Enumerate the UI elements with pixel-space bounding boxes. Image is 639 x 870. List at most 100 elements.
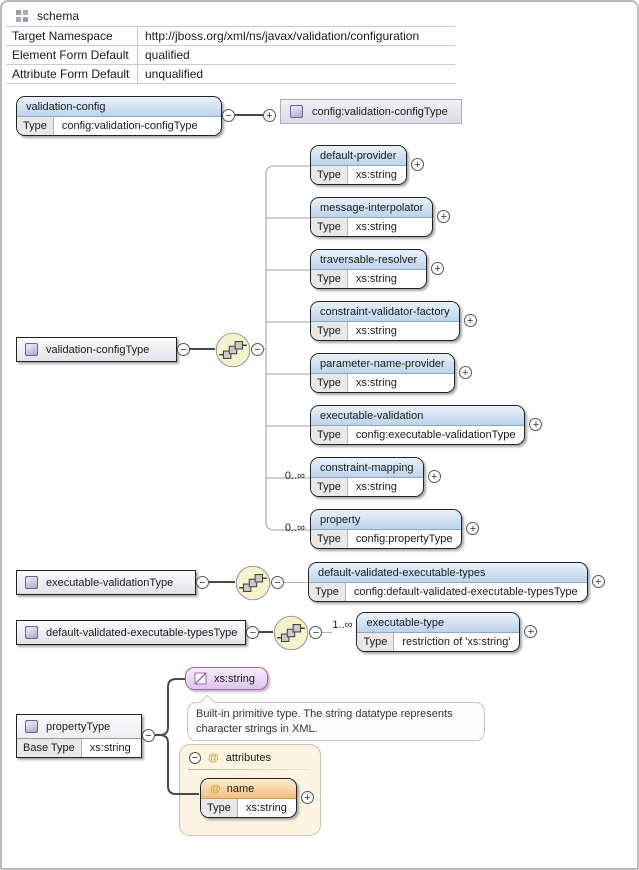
type-value: config:default-validated-executable-type… <box>353 586 578 598</box>
element-name: default-provider <box>311 146 406 166</box>
validation-config-type-row: validation-configType − − <box>16 332 264 368</box>
expand-toggle[interactable]: + <box>591 575 605 588</box>
child-element-row: default-provider Type xs:string + <box>310 145 424 185</box>
expand-toggle[interactable]: + <box>431 262 445 275</box>
attribute-name: name <box>226 783 255 795</box>
row-label: Attribute Form Default <box>6 65 138 83</box>
table-row: Target Namespace http://jboss.org/xml/ns… <box>6 26 455 45</box>
type-name: default-validated-executable-typesType <box>46 626 238 639</box>
type-reference-box[interactable]: config:validation-configType <box>280 99 462 124</box>
expand-toggle[interactable]: + <box>466 522 480 535</box>
schema-info-table: schema Target Namespace http://jboss.org… <box>6 6 455 84</box>
collapse-toggle[interactable]: − <box>222 109 235 122</box>
schema-title: schema <box>37 9 80 23</box>
expand-toggle[interactable]: + <box>437 210 451 223</box>
type-key: Type <box>311 530 348 548</box>
row-value: unqualified <box>145 67 204 81</box>
expand-toggle[interactable]: + <box>463 314 477 327</box>
type-key: Type <box>311 270 348 288</box>
type-key: Type <box>311 166 348 184</box>
collapse-toggle[interactable]: − <box>246 626 260 639</box>
connector <box>284 582 308 584</box>
expand-toggle[interactable]: + <box>263 109 276 122</box>
element-node-executable-type[interactable]: executable-type Type restriction of 'xs:… <box>356 612 521 652</box>
child-element-row: constraint-validator-factory Type xs:str… <box>310 301 477 341</box>
row-label: Target Namespace <box>6 27 138 45</box>
element-name: executable-type <box>357 613 520 633</box>
simple-type-node-xs-string[interactable]: xs:string <box>185 667 268 690</box>
element-name: constraint-mapping <box>311 458 423 478</box>
collapse-toggle[interactable]: − <box>189 752 201 764</box>
element-node-constraint-validator-factory[interactable]: constraint-validator-factory Type xs:str… <box>310 301 460 341</box>
type-value: xs:string <box>355 221 397 233</box>
type-value: xs:string <box>355 325 397 337</box>
element-name: executable-validation <box>311 406 525 426</box>
type-value: restriction of 'xs:string' <box>402 636 511 648</box>
child-element-row: 0..∞ property Type config:propertyType + <box>275 509 480 549</box>
attribute-row: @ name Type xs:string + <box>200 778 320 818</box>
connector <box>322 632 333 634</box>
collapse-toggle[interactable]: − <box>309 626 323 639</box>
sequence-icon[interactable] <box>273 615 309 651</box>
type-value: config:propertyType <box>355 533 453 545</box>
row-value: http://jboss.org/xml/ns/javax/validation… <box>145 29 420 43</box>
element-node-property[interactable]: property Type config:propertyType <box>310 509 463 549</box>
collapse-toggle[interactable]: − <box>271 576 284 589</box>
child-element-row: parameter-name-provider Type xs:string + <box>310 353 472 393</box>
element-name: traversable-resolver <box>311 250 427 270</box>
collapse-toggle[interactable]: − <box>177 343 190 356</box>
connector <box>235 114 263 116</box>
table-row: Element Form Default qualified <box>6 45 455 64</box>
child-element-row: 0..∞ constraint-mapping Type xs:string + <box>275 457 441 497</box>
complex-type-icon <box>25 626 38 639</box>
at-icon: @ <box>210 782 221 795</box>
sequence-icon[interactable] <box>235 565 271 601</box>
element-node-executable-validation[interactable]: executable-validation Type config:execut… <box>310 405 526 445</box>
type-key: Type <box>357 633 395 651</box>
type-value: xs:string <box>355 273 397 285</box>
type-key: Type <box>311 218 348 236</box>
element-node-traversable-resolver[interactable]: traversable-resolver Type xs:string <box>310 249 428 289</box>
collapse-toggle[interactable]: − <box>196 576 209 589</box>
collapse-toggle[interactable]: − <box>142 729 155 742</box>
type-key: Type <box>311 478 348 496</box>
sequence-icon[interactable] <box>215 332 251 368</box>
simple-type-name: xs:string <box>214 672 255 685</box>
type-key: Type <box>311 374 348 392</box>
expand-toggle[interactable]: + <box>458 366 472 379</box>
type-key: Type <box>311 322 348 340</box>
type-node-validation-configType[interactable]: validation-configType <box>16 337 177 362</box>
type-name: validation-configType <box>46 343 150 356</box>
expand-toggle[interactable]: + <box>529 418 543 431</box>
cardinality-label: 0..∞ <box>284 470 305 482</box>
type-name: propertyType <box>46 720 111 733</box>
type-value: config:executable-validationType <box>355 429 516 441</box>
attributes-label: attributes <box>225 752 271 764</box>
complex-type-icon <box>25 576 38 589</box>
type-key: Type <box>309 583 346 601</box>
schema-table-header: schema <box>6 6 455 26</box>
connector <box>190 348 215 350</box>
element-node-default-provider[interactable]: default-provider Type xs:string <box>310 145 407 185</box>
child-element-row: message-interpolator Type xs:string + <box>310 197 451 237</box>
type-node-executable-validationType[interactable]: executable-validationType <box>16 570 196 595</box>
type-value: xs:string <box>355 481 397 493</box>
expand-toggle[interactable]: + <box>410 158 424 171</box>
element-node-parameter-name-provider[interactable]: parameter-name-provider Type xs:string <box>310 353 455 393</box>
type-key: Type <box>201 799 238 817</box>
child-element-row: traversable-resolver Type xs:string + <box>310 249 445 289</box>
type-node-propertyType[interactable]: propertyType Base Type xs:string <box>16 714 142 758</box>
type-node-default-validated-executable-typesType[interactable]: default-validated-executable-typesType <box>16 620 247 645</box>
collapse-toggle[interactable]: − <box>251 343 264 356</box>
expand-toggle[interactable]: + <box>524 625 538 638</box>
element-node-message-interpolator[interactable]: message-interpolator Type xs:string <box>310 197 434 237</box>
connector <box>209 581 235 583</box>
expand-toggle[interactable]: + <box>300 791 314 804</box>
element-node-default-validated-executable-types[interactable]: default-validated-executable-types Type … <box>308 562 588 602</box>
element-node-validation-config[interactable]: validation-config Type config:validation… <box>16 96 222 136</box>
element-node-constraint-mapping[interactable]: constraint-mapping Type xs:string <box>310 457 424 497</box>
type-value: xs:string <box>355 377 397 389</box>
attribute-node-name[interactable]: @ name Type xs:string <box>200 778 297 818</box>
expand-toggle[interactable]: + <box>427 470 441 483</box>
